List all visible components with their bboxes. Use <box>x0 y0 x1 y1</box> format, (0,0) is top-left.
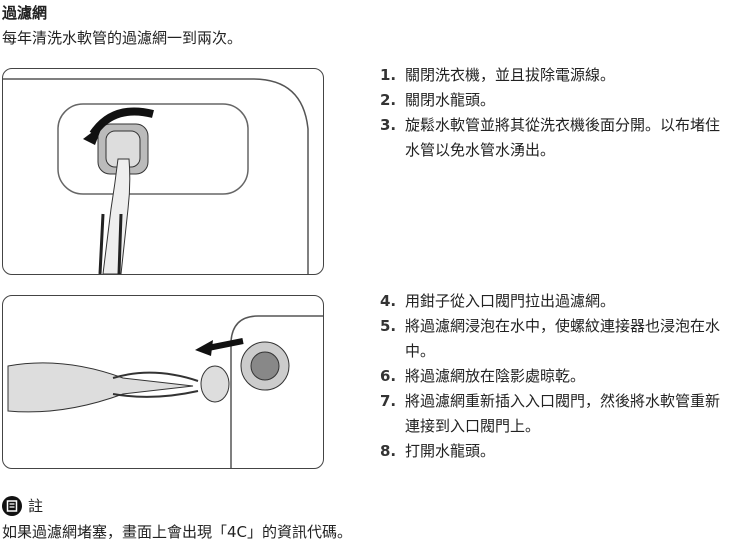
steps-list-2: 4.用鉗子從入口閥門拉出過濾網。 5.將過濾網浸泡在水中，使螺紋連接器也浸泡在水… <box>380 289 730 464</box>
section-title: 過濾網 <box>2 4 48 22</box>
step-item: 2.關閉水龍頭。 <box>380 91 496 109</box>
note-label: 註 <box>28 497 44 515</box>
note-text: 如果過濾網堵塞，畫面上會出現「4C」的資訊代碼。 <box>2 523 353 541</box>
hose-removal-illustration <box>2 68 324 275</box>
step-item: 6.將過濾網放在陰影處晾乾。 <box>380 367 586 385</box>
step-item: 7.將過濾網重新插入入口閥門，然後將水軟管重新連接到入口閥門上。 <box>380 392 721 435</box>
note-header: 註 <box>2 495 43 516</box>
steps-list-1: 1.關閉洗衣機，並且拔除電源線。 2.關閉水龍頭。 3.旋鬆水軟管並將其從洗衣機… <box>380 63 730 163</box>
step-item: 3.旋鬆水軟管並將其從洗衣機後面分開。以布堵住水管以免水管水湧出。 <box>380 116 721 159</box>
filter-removal-illustration <box>2 295 324 469</box>
step-item: 4.用鉗子從入口閥門拉出過濾網。 <box>380 292 616 310</box>
step-item: 8.打開水龍頭。 <box>380 442 496 460</box>
intro-text: 每年清洗水軟管的過濾網一到兩次。 <box>2 29 243 47</box>
step-item: 5.將過濾網浸泡在水中，使螺紋連接器也浸泡在水中。 <box>380 317 721 360</box>
note-icon <box>2 495 22 516</box>
step-item: 1.關閉洗衣機，並且拔除電源線。 <box>380 66 616 84</box>
